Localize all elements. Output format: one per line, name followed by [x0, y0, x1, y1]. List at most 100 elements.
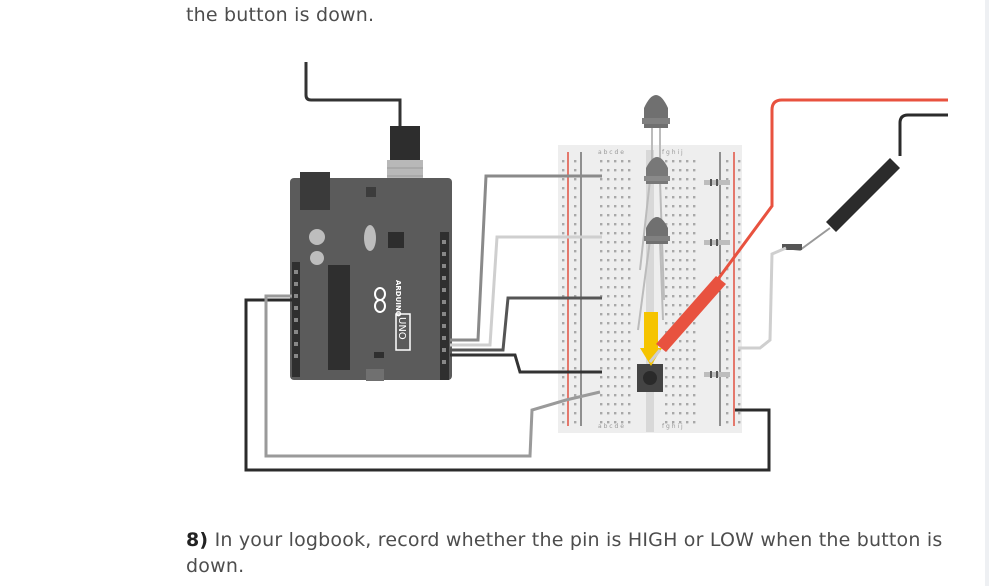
breadboard-hole: [628, 241, 631, 244]
breadboard-hole: [562, 349, 565, 352]
breadboard-hole: [726, 376, 729, 379]
breadboard-hole: [679, 295, 682, 298]
breadboard-hole: [614, 205, 617, 208]
breadboard-hole: [614, 196, 617, 199]
breadboard-hole: [621, 214, 624, 217]
breadboard-hole: [628, 313, 631, 316]
breadboard-hole: [621, 205, 624, 208]
breadboard-hole: [686, 286, 689, 289]
breadboard-hole: [672, 160, 675, 163]
breadboard-hole: [686, 331, 689, 334]
breadboard-hole: [679, 349, 682, 352]
breadboard-hole: [574, 385, 577, 388]
breadboard-hole: [738, 412, 741, 415]
breadboard-hole: [693, 178, 696, 181]
breadboard-hole: [686, 358, 689, 361]
breadboard-hole: [600, 178, 603, 181]
breadboard-hole: [574, 403, 577, 406]
breadboard-hole: [679, 277, 682, 280]
breadboard-hole: [621, 403, 624, 406]
breadboard-hole: [686, 160, 689, 163]
breadboard-hole: [600, 277, 603, 280]
breadboard-hole: [607, 295, 610, 298]
breadboard-hole: [672, 349, 675, 352]
breadboard-hole: [686, 223, 689, 226]
breadboard-hole: [562, 205, 565, 208]
breadboard-hole: [621, 304, 624, 307]
breadboard-hole: [665, 421, 668, 424]
breadboard-hole: [686, 385, 689, 388]
breadboard-hole: [621, 250, 624, 253]
breadboard-hole: [738, 340, 741, 343]
breadboard-hole: [574, 214, 577, 217]
breadboard-hole: [574, 358, 577, 361]
breadboard-hole: [628, 340, 631, 343]
breadboard-hole: [562, 385, 565, 388]
breadboard-hole: [562, 223, 565, 226]
breadboard-hole: [686, 250, 689, 253]
breadboard-hole: [726, 304, 729, 307]
breadboard-hole: [665, 223, 668, 226]
breadboard-hole: [614, 412, 617, 415]
breadboard-hole: [679, 268, 682, 271]
breadboard-hole: [562, 295, 565, 298]
breadboard-hole: [738, 322, 741, 325]
breadboard-hole: [665, 322, 668, 325]
breadboard-hole: [665, 187, 668, 190]
breadboard-hole: [686, 277, 689, 280]
breadboard-hole: [628, 223, 631, 226]
breadboard-hole: [672, 358, 675, 361]
breadboard-hole: [614, 340, 617, 343]
breadboard-hole: [679, 367, 682, 370]
breadboard-hole: [621, 160, 624, 163]
breadboard-hole: [600, 304, 603, 307]
breadboard-hole: [600, 331, 603, 334]
breadboard-hole: [665, 295, 668, 298]
breadboard-hole: [738, 295, 741, 298]
breadboard-hole: [693, 421, 696, 424]
breadboard-hole: [672, 295, 675, 298]
breadboard-hole: [562, 421, 565, 424]
breadboard-hole: [679, 250, 682, 253]
breadboard-hole: [614, 286, 617, 289]
breadboard-hole: [665, 358, 668, 361]
breadboard-hole: [574, 367, 577, 370]
breadboard-hole: [600, 349, 603, 352]
breadboard-hole: [607, 394, 610, 397]
breadboard-hole: [607, 241, 610, 244]
breadboard-hole: [562, 358, 565, 361]
step-number: 8): [186, 529, 209, 551]
breadboard-hole: [726, 286, 729, 289]
breadboard-hole: [574, 178, 577, 181]
breadboard-hole: [672, 205, 675, 208]
breadboard-hole: [607, 205, 610, 208]
breadboard-hole: [679, 223, 682, 226]
breadboard-hole: [738, 241, 741, 244]
breadboard-hole: [738, 232, 741, 235]
breadboard-hole: [600, 295, 603, 298]
breadboard-hole: [607, 187, 610, 190]
breadboard-hole: [665, 259, 668, 262]
breadboard-hole: [621, 223, 624, 226]
breadboard-hole: [628, 349, 631, 352]
breadboard-hole: [614, 331, 617, 334]
breadboard-hole: [621, 322, 624, 325]
breadboard-hole: [607, 313, 610, 316]
breadboard-hole: [621, 367, 624, 370]
breadboard-hole: [562, 412, 565, 415]
step-text: In your logbook, record whether the pin …: [186, 529, 943, 577]
breadboard-hole: [693, 376, 696, 379]
breadboard-hole: [574, 277, 577, 280]
breadboard-hole: [672, 241, 675, 244]
breadboard-hole: [665, 385, 668, 388]
breadboard-hole: [672, 259, 675, 262]
breadboard-hole: [738, 385, 741, 388]
breadboard-hole: [562, 367, 565, 370]
breadboard-hole: [628, 250, 631, 253]
breadboard-hole: [679, 196, 682, 199]
board-logo-label: UNO: [396, 317, 407, 340]
breadboard-hole: [574, 340, 577, 343]
breadboard-hole: [574, 349, 577, 352]
breadboard-hole: [679, 205, 682, 208]
